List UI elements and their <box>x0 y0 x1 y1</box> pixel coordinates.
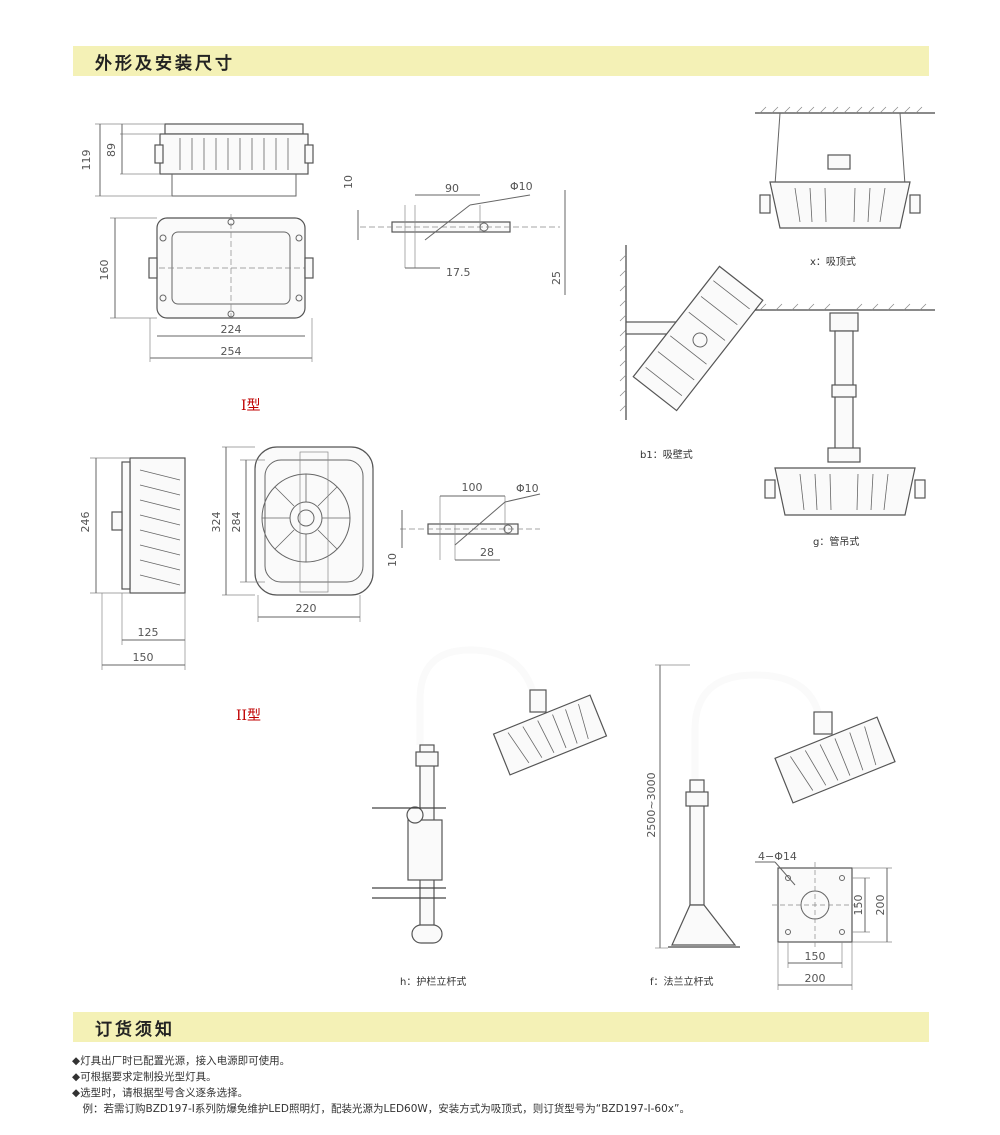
mount-f-label: f：法兰立杆式 <box>650 975 714 988</box>
dim-90: 90 <box>445 182 459 195</box>
type1-label: I型 <box>241 398 261 414</box>
type2-label: II型 <box>236 708 261 724</box>
note-item: ◆可根据要求定制投光型灯具。 <box>72 1071 217 1083</box>
dim-phi10a: Φ10 <box>510 180 533 193</box>
dim-4-phi14: 4−Φ14 <box>758 850 797 863</box>
type2-bracket-detail <box>400 493 541 561</box>
type1-side-view <box>95 123 314 197</box>
dim-2500-3000: 2500~3000 <box>645 772 658 837</box>
dim-17-5: 17.5 <box>446 266 471 279</box>
note-item: ◆选型时，请根据型号含义逐条选择。 <box>72 1087 249 1099</box>
dim-25: 25 <box>550 271 563 285</box>
dim-200a: 200 <box>874 895 887 916</box>
mount-f-drawing <box>655 664 896 990</box>
dim-28: 28 <box>480 546 494 559</box>
dim-284: 284 <box>230 512 243 533</box>
dim-150c: 150 <box>805 950 826 963</box>
dim-89: 89 <box>105 143 118 157</box>
dim-200b: 200 <box>805 972 826 985</box>
section-header-ordering: 订货须知 <box>73 1012 929 1042</box>
mount-g-label: g：管吊式 <box>813 535 859 548</box>
ordering-notes: ◆灯具出厂时已配置光源，接入电源即可使用。 ◆可根据要求定制投光型灯具。 ◆选型… <box>72 1053 952 1117</box>
section-title-dimensions: 外形及安装尺寸 <box>95 54 235 74</box>
section-header-dimensions: 外形及安装尺寸 <box>73 46 929 76</box>
dim-324: 324 <box>210 512 223 533</box>
dim-254: 254 <box>221 345 242 358</box>
dim-224: 224 <box>221 323 242 336</box>
dim-10a: 10 <box>342 175 355 189</box>
dim-220: 220 <box>296 602 317 615</box>
dim-150a: 150 <box>133 651 154 664</box>
mount-b1-label: b1：吸壁式 <box>640 448 693 461</box>
dim-246: 246 <box>79 512 92 533</box>
note-item: ◆灯具出厂时已配置光源，接入电源即可使用。 <box>72 1055 291 1067</box>
note-example: 例：若需订购BZD197-I系列防爆免维护LED照明灯，配装光源为LED60W，… <box>72 1103 690 1115</box>
dim-phi10b: Φ10 <box>516 482 539 495</box>
dim-150b: 150 <box>852 895 865 916</box>
type2-front-view <box>222 446 374 622</box>
section-title-ordering: 订货须知 <box>95 1020 175 1040</box>
mount-b1-drawing <box>619 245 764 420</box>
mount-x-label: x：吸顶式 <box>810 255 856 268</box>
dim-125: 125 <box>138 626 159 639</box>
dim-160: 160 <box>98 260 111 281</box>
type1-bracket-detail <box>357 190 566 295</box>
dim-10b: 10 <box>386 553 399 567</box>
mount-h-drawing <box>372 646 608 944</box>
mount-g-drawing <box>755 303 935 516</box>
type1-front-view <box>110 214 314 362</box>
dim-100: 100 <box>462 481 483 494</box>
dimension-drawings: 119 89 160 224 254 I型 1 <box>79 106 935 990</box>
type2-side-view <box>90 457 186 670</box>
mount-h-label: h：护栏立杆式 <box>400 975 466 988</box>
dim-119: 119 <box>80 150 93 171</box>
mount-x-drawing <box>755 106 935 229</box>
